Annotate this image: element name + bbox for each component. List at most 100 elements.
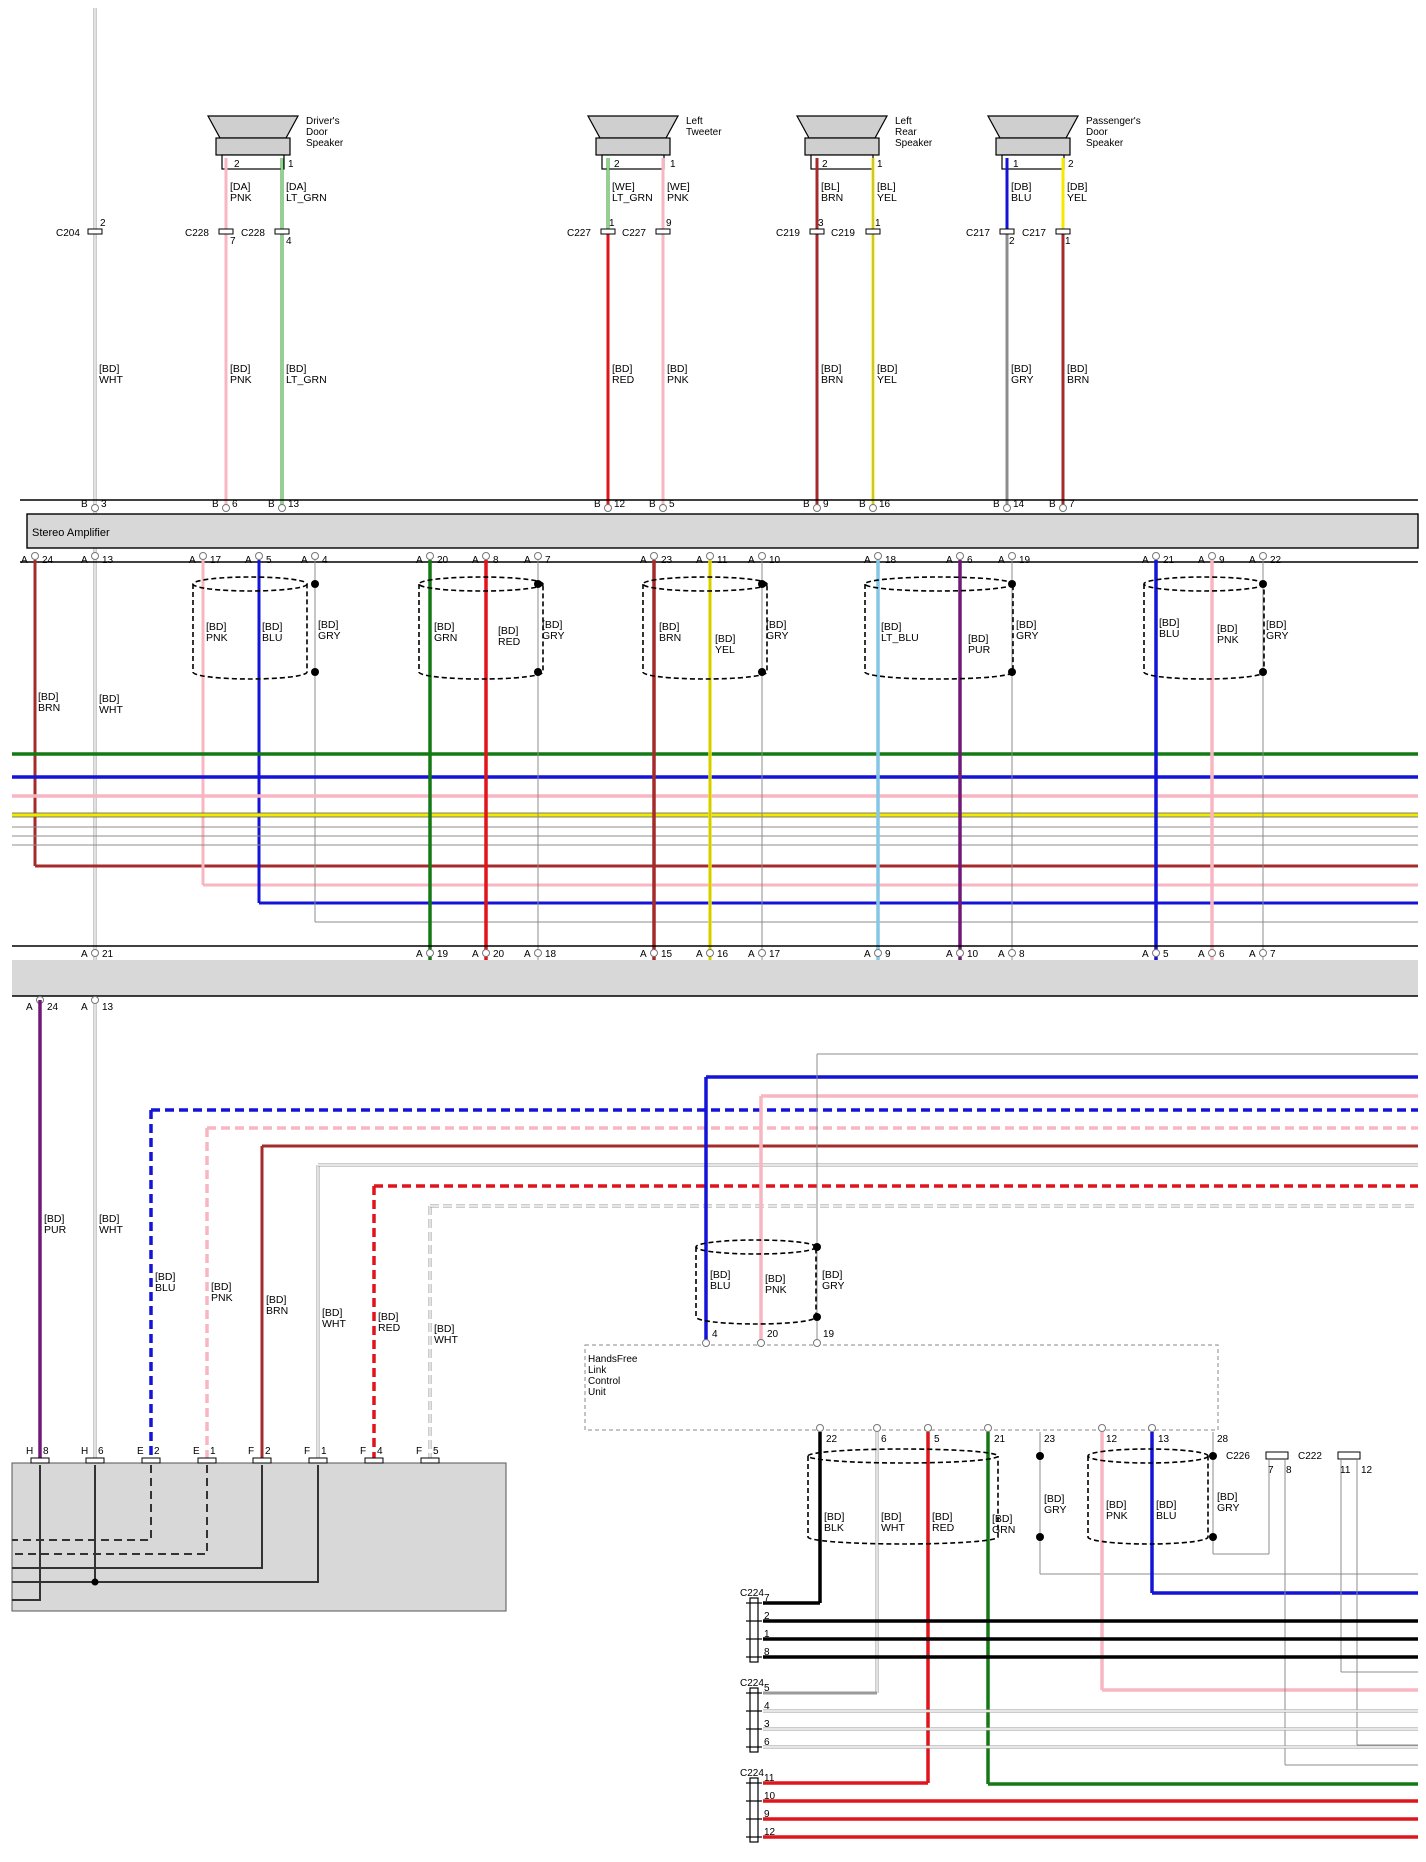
pin-number: 21	[102, 949, 114, 960]
pin-terminal	[706, 552, 714, 560]
pin-terminal	[30, 1457, 50, 1464]
pin-number: 2	[1068, 159, 1074, 170]
connector-body	[749, 1597, 759, 1663]
pin-number: 5	[433, 1446, 439, 1457]
wire-label: [BD]RED	[932, 1511, 955, 1534]
speaker-name-line: Rear	[895, 127, 917, 138]
stereo-amplifier: Stereo Amplifier	[20, 499, 1419, 563]
svg-text:C222: C222	[1298, 1451, 1322, 1462]
pin-side: A	[1142, 555, 1149, 566]
pin-terminal	[534, 552, 542, 560]
wire-label: [BD]PNK	[211, 1281, 233, 1304]
pin-terminal	[426, 552, 434, 560]
pin-side: A	[189, 555, 196, 566]
pin-terminal	[1152, 552, 1160, 560]
wire-label: [BD]BRN	[266, 1294, 288, 1317]
pin-terminal	[91, 996, 99, 1004]
wire-label: [BD]YEL	[877, 363, 898, 386]
pin-number: 8	[493, 555, 499, 566]
pin-number: 13	[288, 499, 300, 510]
pin-side: A	[864, 555, 871, 566]
svg-text:Unit: Unit	[588, 1387, 606, 1398]
twisted-pair-shields	[192, 576, 1265, 680]
pin-side: A	[1142, 949, 1149, 960]
pin-terminal	[1259, 552, 1267, 560]
pin-number: 21	[994, 1434, 1006, 1445]
pin-side: A	[1249, 555, 1256, 566]
pin-number: 5	[266, 555, 272, 566]
pin-number: 16	[879, 499, 891, 510]
wire-label: [DB]BLU	[1011, 181, 1032, 204]
wire-label: [BD]WHT	[322, 1307, 346, 1330]
pin-number: 13	[102, 555, 114, 566]
wire-label: [BD]YEL	[715, 633, 736, 656]
pin-terminal	[1008, 552, 1016, 560]
pin-side: A	[696, 949, 703, 960]
pin-terminal	[199, 552, 207, 560]
pin-side: A	[864, 949, 871, 960]
pin-side: B	[803, 499, 810, 510]
pin-number: 7	[1270, 949, 1276, 960]
pin-terminal	[1259, 949, 1267, 957]
wire-label: [BD]BRN	[38, 691, 60, 714]
wire-label: [WE]LT_GRN	[612, 181, 653, 204]
svg-text:C217: C217	[966, 228, 990, 239]
pin-terminal	[873, 1424, 881, 1432]
pin-terminal	[91, 949, 99, 957]
pin-number: 17	[210, 555, 222, 566]
pin-terminal	[91, 552, 99, 560]
pin-terminal	[650, 949, 658, 957]
pin-number: 6	[1219, 949, 1225, 960]
wire-label: [BD]PNK	[667, 363, 689, 386]
pin-side: A	[524, 555, 531, 566]
pin-side: F	[416, 1446, 422, 1457]
pin-number: 6	[232, 499, 238, 510]
wire-label: [BD]BRN	[821, 363, 843, 386]
pin-number: 19	[1019, 555, 1031, 566]
pin-number: 1	[877, 159, 883, 170]
pin-side: B	[859, 499, 866, 510]
amplifier-label: Stereo Amplifier	[32, 527, 110, 539]
pin-terminal	[604, 504, 612, 512]
wire-label: [BD]WHT	[99, 693, 123, 716]
pin-number: 4	[712, 1329, 718, 1340]
speaker-name-line: Speaker	[306, 138, 344, 149]
pin-side: A	[81, 555, 88, 566]
svg-text:C204: C204	[56, 228, 80, 239]
wire-label: [BD]RED	[612, 363, 635, 386]
wire-label: [BD]WHT	[881, 1511, 905, 1534]
pin-side: A	[81, 949, 88, 960]
pin-number: 11	[717, 555, 728, 566]
wire-label: [BD]BLU	[1159, 617, 1180, 640]
pin-terminal	[816, 1424, 824, 1432]
pin-number: 24	[42, 555, 54, 566]
pin-number: 18	[885, 555, 897, 566]
pin-side: A	[946, 949, 953, 960]
wire-label: [BD]GRY	[542, 619, 565, 642]
speaker-left-rear: Left Rear Speaker 2 1	[795, 115, 933, 170]
wire-label: [BD]BRN	[659, 621, 681, 644]
svg-text:1: 1	[609, 218, 615, 229]
svg-text:11: 11	[1340, 1465, 1351, 1476]
pin-number: 4	[377, 1446, 383, 1457]
pin-side: A	[26, 1002, 33, 1013]
pin-terminal	[758, 949, 766, 957]
speaker-name-line: Driver's	[306, 116, 340, 127]
pin-side: B	[81, 499, 88, 510]
speaker-cone-icon	[206, 115, 300, 139]
pin-side: A	[640, 555, 647, 566]
pin-number: 12	[614, 499, 626, 510]
pin-number: 11	[764, 1773, 775, 1784]
pin-terminal	[984, 1424, 992, 1432]
wire-label: [BD]PUR	[968, 633, 991, 656]
pin-side: B	[649, 499, 656, 510]
svg-text:C226: C226	[1226, 1451, 1250, 1462]
pin-number: 5	[669, 499, 675, 510]
pin-number: 1	[210, 1446, 216, 1457]
pin-terminal	[311, 552, 319, 560]
pin-number: 17	[769, 949, 781, 960]
inline-connectors: C204 2 C228 7 C228 4 C227 1 C227 9 C219 …	[56, 218, 1071, 247]
svg-text:9: 9	[666, 218, 672, 229]
